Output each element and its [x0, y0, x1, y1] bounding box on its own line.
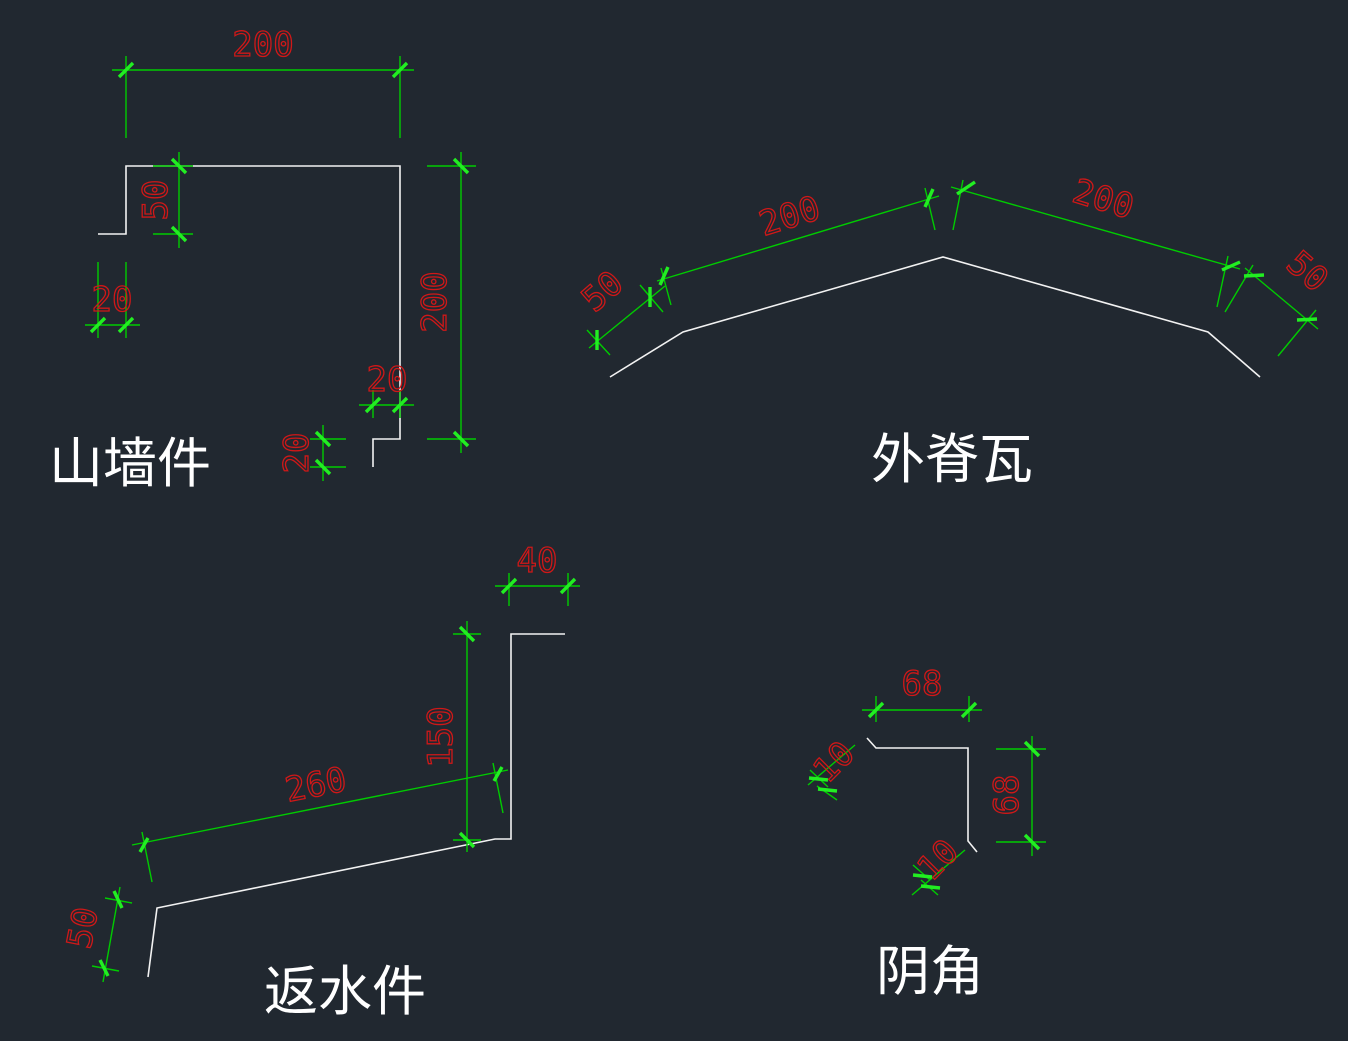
dim-shanqiang-height: 200	[414, 152, 476, 453]
dim-shanqiang-flange-height: 50	[135, 152, 193, 248]
part-shanqiang: 200 50 20 200	[49, 24, 476, 495]
dim-waijiwa-right-skirt: 50	[1224, 243, 1336, 357]
dim-text: 200	[415, 271, 455, 332]
part-yinjiao: 68 68 10 10 阴角	[805, 663, 1046, 1003]
dim-text: 40	[517, 541, 558, 581]
dim-text: 50	[1279, 243, 1336, 300]
dim-fanshui-skirt: 50	[59, 886, 133, 983]
dim-text: 50	[574, 263, 631, 320]
dim-text: 200	[755, 188, 825, 244]
dim-text: 20	[367, 360, 408, 400]
part-label: 外脊瓦	[871, 428, 1033, 491]
part-label: 阴角	[876, 940, 984, 1003]
dim-fanshui-slope: 260	[131, 759, 509, 883]
dim-text: 50	[136, 180, 176, 221]
fanshui-profile	[147, 633, 565, 978]
dim-text: 10	[910, 832, 967, 889]
dim-yinjiao-width: 68	[862, 663, 982, 722]
dim-text: 10	[806, 734, 863, 791]
dim-text: 20	[277, 433, 317, 474]
dim-waijiwa-left-slope: 200	[656, 188, 940, 306]
dim-text: 200	[1068, 171, 1138, 227]
dim-fanshui-height: 150	[420, 621, 481, 852]
dim-shanqiang-hem-left: 20	[85, 262, 140, 338]
part-label: 山墙件	[49, 432, 211, 495]
part-waijiwa: 200 200 50 50 外脊瓦	[574, 171, 1337, 491]
dim-text: 150	[421, 706, 461, 767]
dim-text: 50	[60, 904, 107, 952]
waijiwa-profile	[609, 256, 1261, 378]
yinjiao-profile	[866, 737, 978, 853]
part-label: 返水件	[264, 960, 426, 1023]
dim-yinjiao-height: 68	[986, 736, 1046, 856]
part-fanshui: 40 150 260 50 返水件	[59, 540, 580, 1023]
dim-shanqiang-hem-right: 20	[359, 359, 414, 418]
dim-text: 68	[987, 775, 1027, 816]
dim-text: 20	[92, 280, 133, 320]
dim-yinjiao-hem-right: 10	[909, 831, 967, 896]
dim-shanqiang-hem-height: 20	[276, 425, 346, 481]
shanqiang-profile	[98, 165, 401, 467]
dim-fanshui-top-flange: 40	[495, 540, 580, 606]
dim-waijiwa-right-slope: 200	[950, 171, 1241, 308]
dim-yinjiao-hem-left: 10	[805, 733, 863, 801]
dim-waijiwa-left-skirt: 50	[574, 263, 666, 356]
dim-shanqiang-width: 200	[112, 24, 414, 138]
dim-text: 68	[902, 664, 943, 704]
dim-text: 200	[232, 25, 293, 65]
